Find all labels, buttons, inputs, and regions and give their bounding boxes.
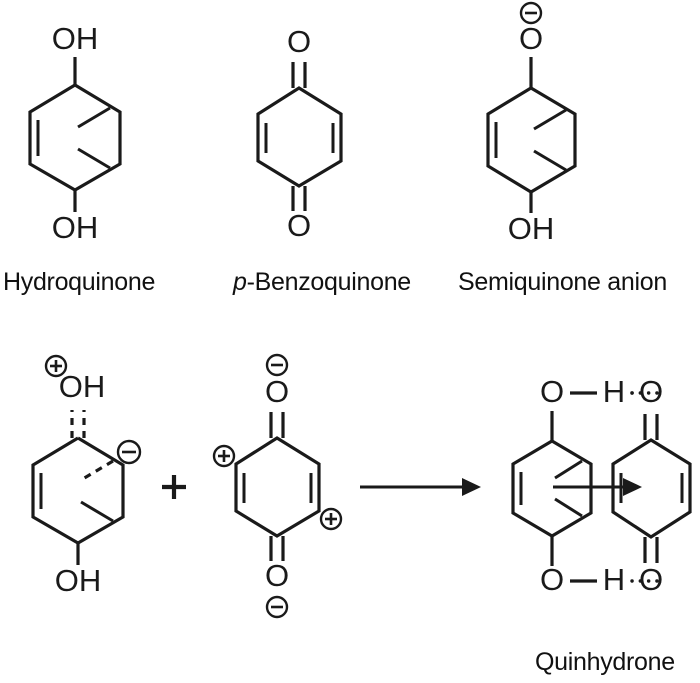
partial-bond-topright-dashed [80, 459, 114, 482]
charge-minus-icon [519, 1, 543, 25]
aromatic-inner-bond-topright [533, 108, 567, 131]
benzene-ring-hydroquinone [28, 83, 122, 192]
caption-hydroquinone: Hydroquinone [3, 268, 156, 296]
caption-p-benzoquinone: p-Benzoquinone [233, 268, 411, 297]
structure-p-benzoquinone: O O [256, 24, 343, 243]
caption-rest: -Benzoquinone [246, 268, 412, 296]
atom-label-top-h: H [603, 374, 625, 409]
atom-label-top-oh: OH [52, 21, 99, 56]
benzene-ring-semiquinone [486, 86, 577, 194]
structure-quinhydrone: O H O O H O [511, 374, 692, 597]
aromatic-inner-bond-bottomright [80, 500, 114, 523]
charge-minus-icon-bottom [265, 595, 289, 619]
charge-plus-icon-lower-right [319, 507, 343, 531]
charge-plus-icon [44, 354, 68, 378]
atom-label-bottom-h: H [603, 562, 625, 597]
reaction-plus-operator [162, 475, 186, 499]
caption-italic-prefix: p [233, 268, 247, 296]
caption-semiquinone-anion: Semiquinone anion [458, 268, 667, 296]
hydrogen-bond-bottom: O H O [540, 562, 663, 597]
cyclohexadiene-ring-benzoquinone [256, 86, 343, 188]
structure-hydroquinone: OH OH [28, 21, 122, 245]
caption-quinhydrone: Quinhydrone [535, 648, 675, 676]
atom-label-bottom-oh: OH [508, 211, 555, 246]
hydrogen-bond-top: O H O [540, 374, 663, 409]
reaction-arrow [360, 478, 481, 496]
aromatic-inner-bond-bottomright [533, 149, 567, 172]
atom-label-top-o: O [519, 21, 543, 56]
charge-minus-icon [116, 439, 142, 465]
aromatic-inner-bond-topright [77, 106, 111, 129]
atom-label-top-left-o: O [540, 374, 564, 409]
ring-benzoquinone-zwitterion [234, 436, 321, 538]
charge-transfer-arrow [553, 478, 642, 496]
atom-label-top-oh: OH [59, 369, 106, 404]
quinone-ring [611, 438, 692, 539]
atom-label-bottom-left-o: O [540, 562, 564, 597]
aromatic-inner-bond-topright [554, 459, 583, 480]
atom-label-top-o: O [287, 24, 311, 59]
aromatic-inner-bond-bottomright [554, 497, 583, 518]
ring-hydroquinone-zwitterion [31, 436, 125, 545]
charge-transfer-arrow-head [623, 478, 642, 496]
atom-label-bottom-right-o: O [639, 562, 663, 597]
atom-label-top-right-o: O [639, 374, 663, 409]
atom-label-bottom-oh: OH [55, 563, 102, 598]
charge-plus-icon-upper-left [212, 444, 236, 468]
atom-label-bottom-oh: OH [52, 210, 99, 245]
structure-semiquinone-anion: O OH [486, 1, 577, 246]
charge-minus-icon-top [265, 353, 289, 377]
structure-benzoquinone-zwitterion: O O [212, 353, 343, 619]
atom-label-bottom-o: O [287, 208, 311, 243]
reaction-arrow-head [462, 478, 481, 496]
atom-label-top-o: O [265, 374, 289, 409]
structure-hydroquinone-zwitterion: OH OH [31, 354, 142, 598]
aromatic-inner-bond-bottomright [77, 147, 111, 170]
atom-label-bottom-o: O [265, 558, 289, 593]
